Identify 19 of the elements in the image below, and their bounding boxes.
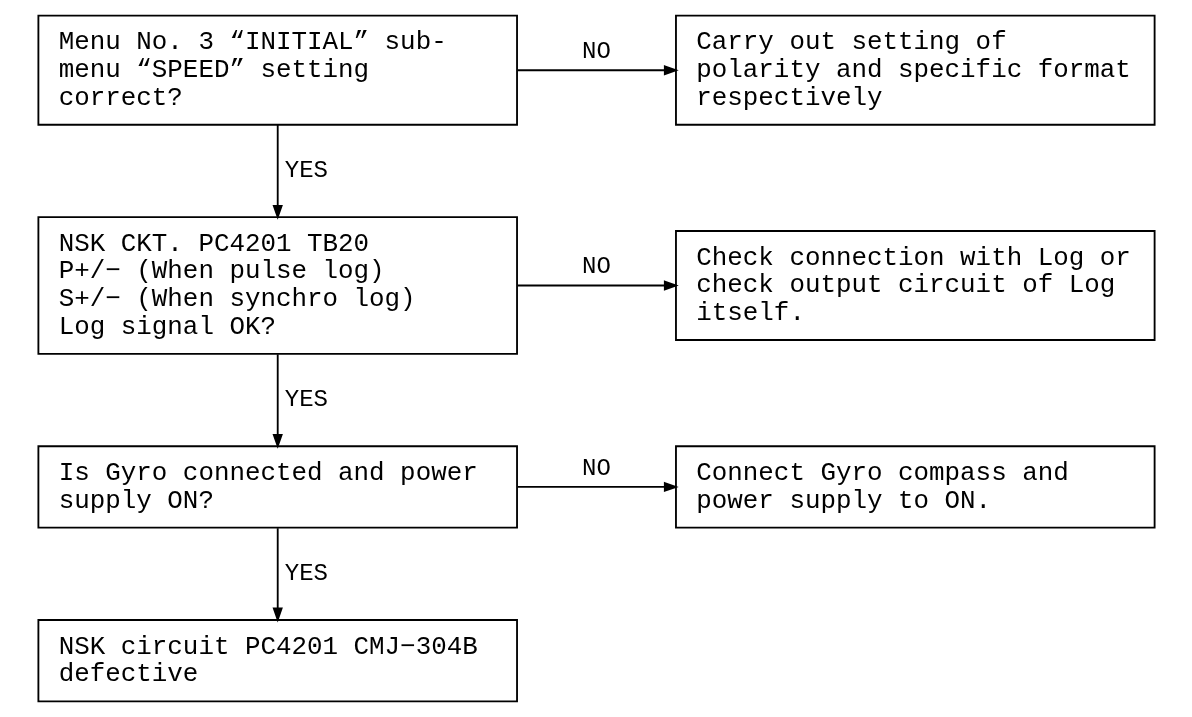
arrow xyxy=(272,527,283,623)
arrow xyxy=(516,280,679,291)
edge-label: NO xyxy=(581,38,611,66)
node-box: NSK circuit PC4201 CMJ−304B defective xyxy=(36,619,518,703)
arrow xyxy=(272,353,283,449)
node-box: Check connection with Log or check output circuit of Log itself. xyxy=(674,230,1156,341)
arrow xyxy=(272,124,283,220)
node-box: NSK CKT. PC4201 TB20 P+/− (When pulse log) S+/− (When synchro log) Log signal OK? xyxy=(36,216,518,355)
edge-label: NO xyxy=(581,253,611,281)
arrow xyxy=(516,481,679,493)
node-box: Connect Gyro compass and power supply to ON. xyxy=(674,445,1156,529)
edge-label: YES xyxy=(284,386,328,414)
edge-label: NO xyxy=(581,454,611,482)
arrow xyxy=(516,65,679,76)
node-box: Is Gyro connected and power supply ON? xyxy=(36,445,518,529)
edge-label: YES xyxy=(284,157,328,185)
edge-label: YES xyxy=(284,560,328,588)
node-box: Menu No. 3 “INITIAL” sub-menu “SPEED” setting correct? xyxy=(36,14,518,126)
node-box: Carry out setting of polarity and specific format respectively xyxy=(674,14,1156,126)
